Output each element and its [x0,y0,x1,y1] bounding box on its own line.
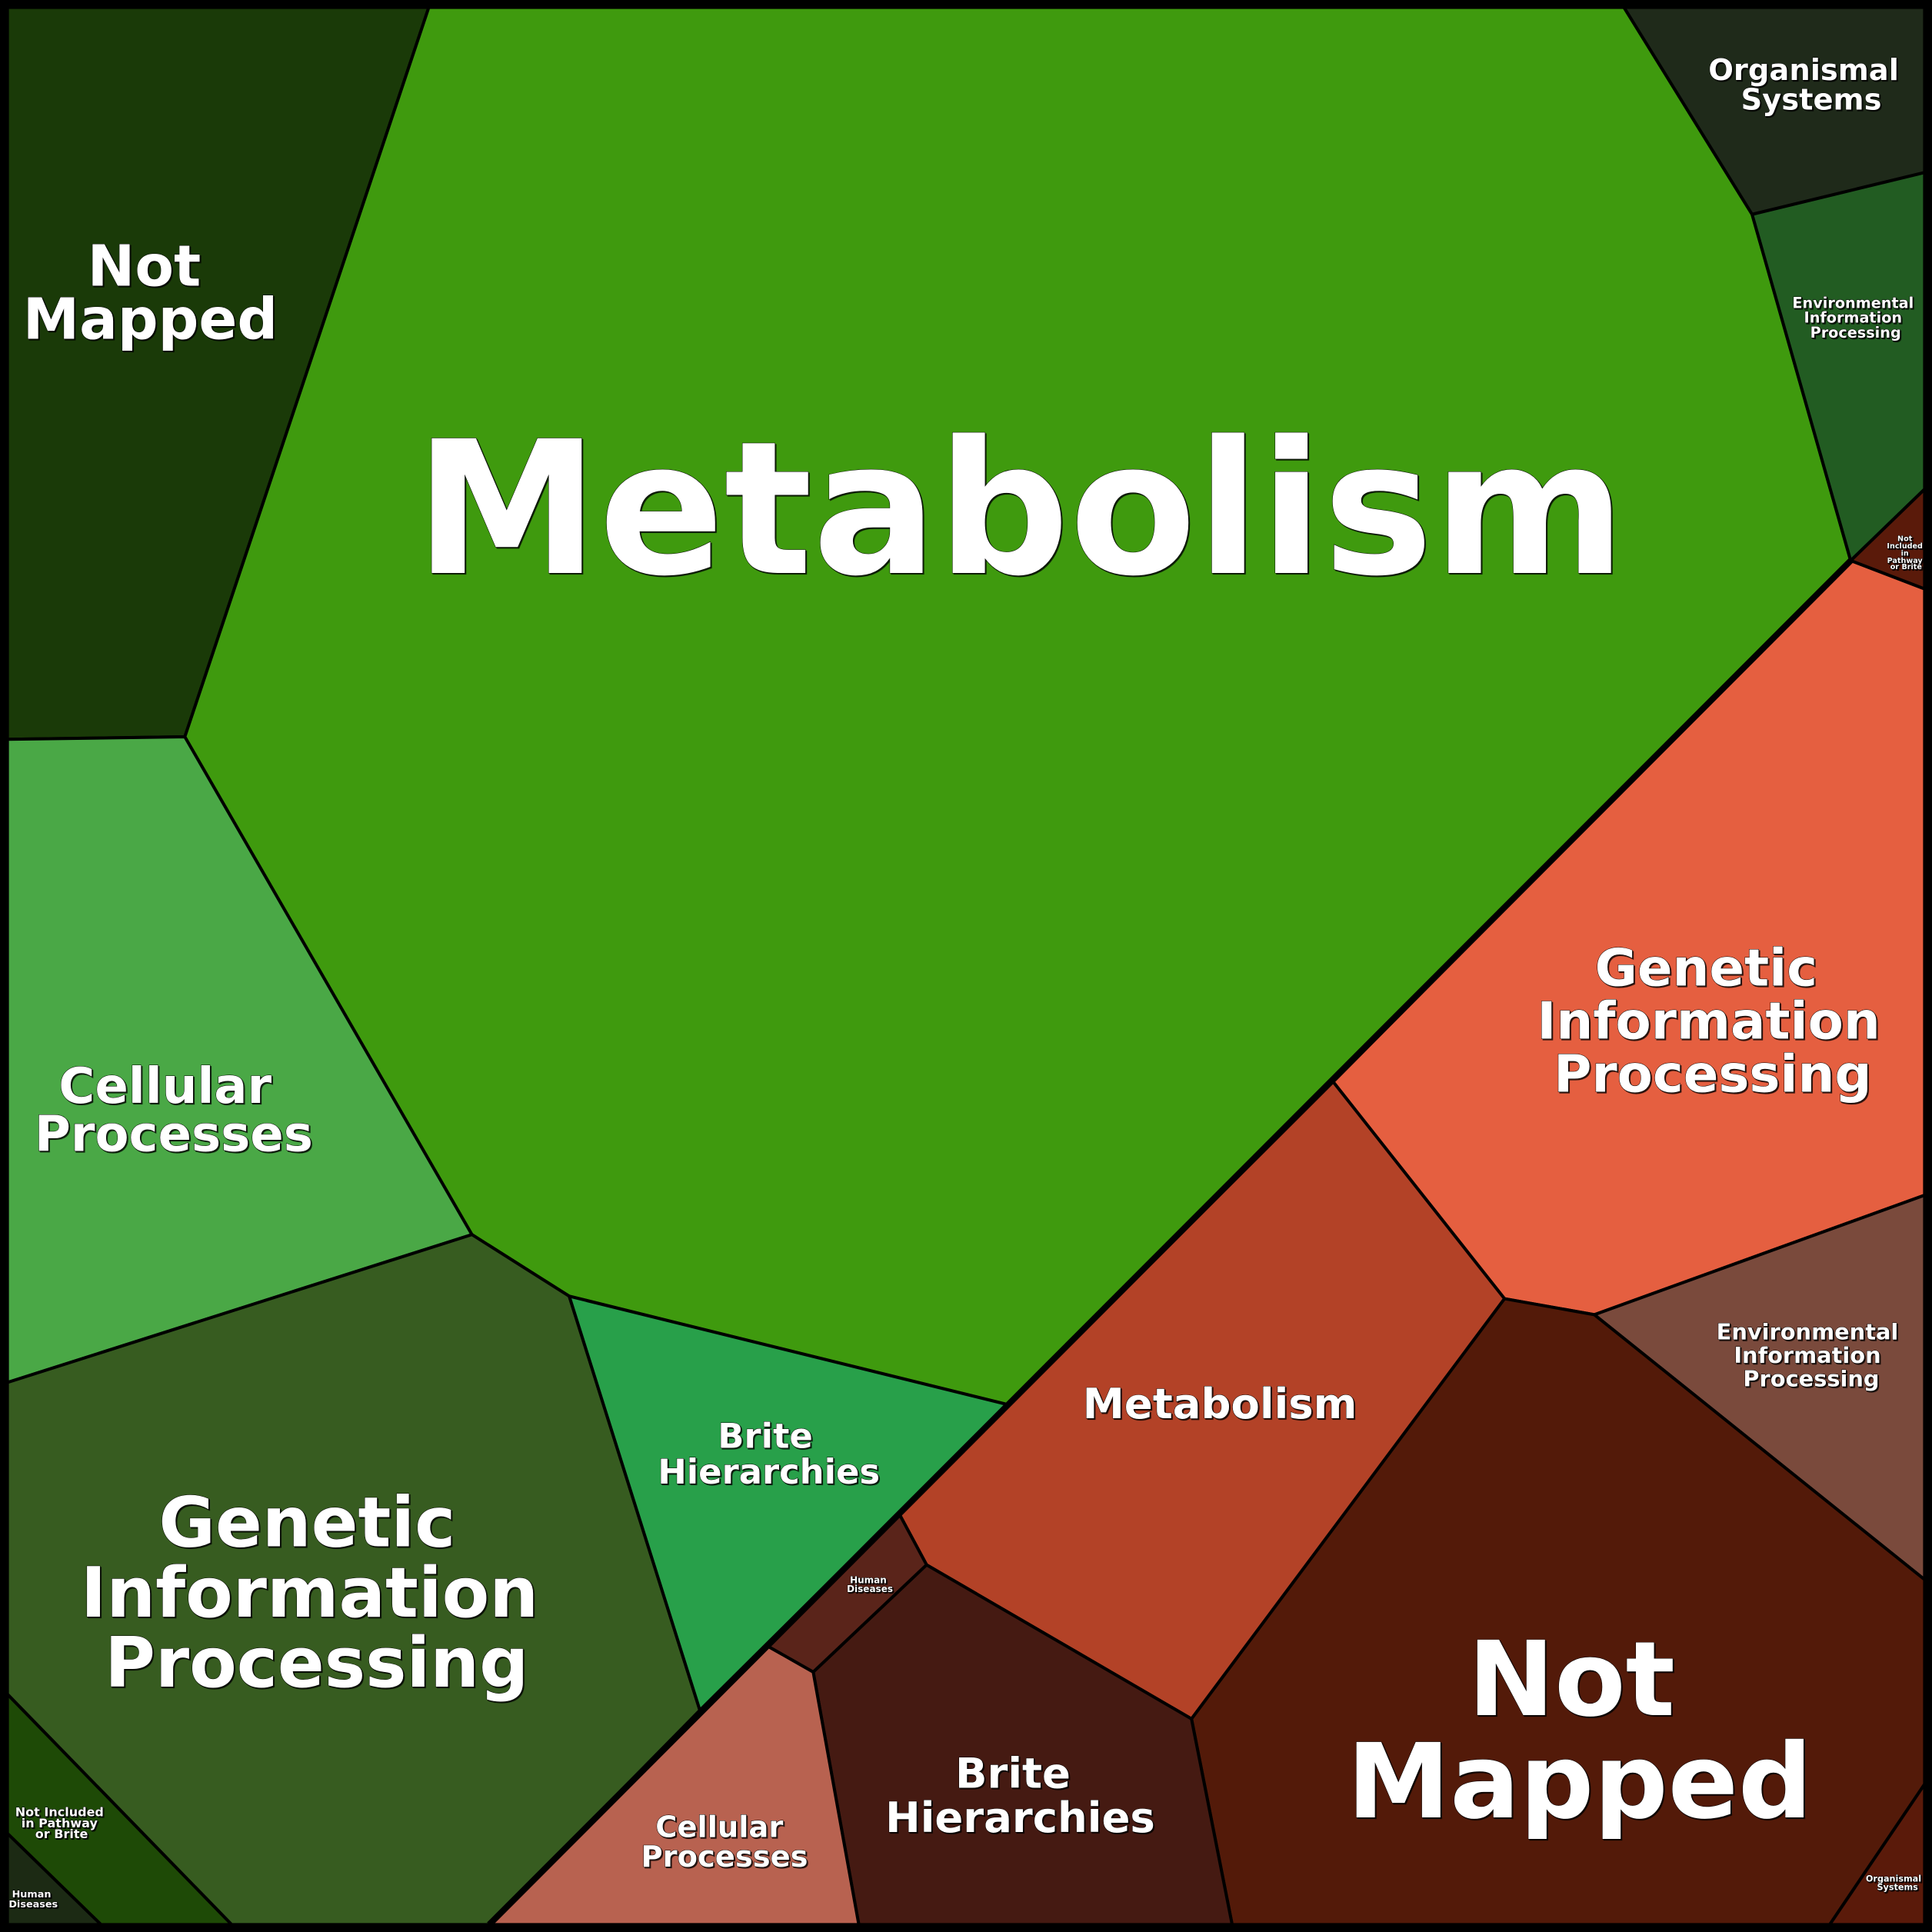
label-red-metabolism: Metabolism [1083,1379,1357,1428]
label-green-metabolism: Metabolism [415,401,1625,617]
label-green-organismal: Organismal Systems [1708,53,1909,117]
label-green-not-included: Not Included in Pathway or Brite [15,1804,108,1841]
label-red-organismal: Organismal Systems [1866,1874,1924,1892]
label-red-human: Human Diseases [847,1575,893,1594]
label-red-brite: Brite Hierarchies [885,1749,1155,1843]
label-green-human: Human Diseases [8,1889,58,1910]
label-green-brite: Brite Hierarchies [658,1415,880,1491]
group-divider [487,558,1854,1927]
label-red-genetic: Genetic Information Processing [1537,938,1898,1104]
label-green-not-mapped: Not Mapped [23,235,278,353]
label-red-environmental: Environmental Information Processing [1717,1318,1907,1391]
label-green-environmental: Environmental Information Processing [1792,295,1918,341]
label-red-not-mapped: Not Mapped [1347,1619,1812,1842]
label-red-cellular: Cellular Processes [641,1810,808,1874]
label-green-genetic: Genetic Information Processing [81,1484,562,1704]
label-green-cellular: Cellular Processes [35,1058,313,1163]
label-red-not-included: Not Included in Pathway or Brite [1887,535,1925,571]
